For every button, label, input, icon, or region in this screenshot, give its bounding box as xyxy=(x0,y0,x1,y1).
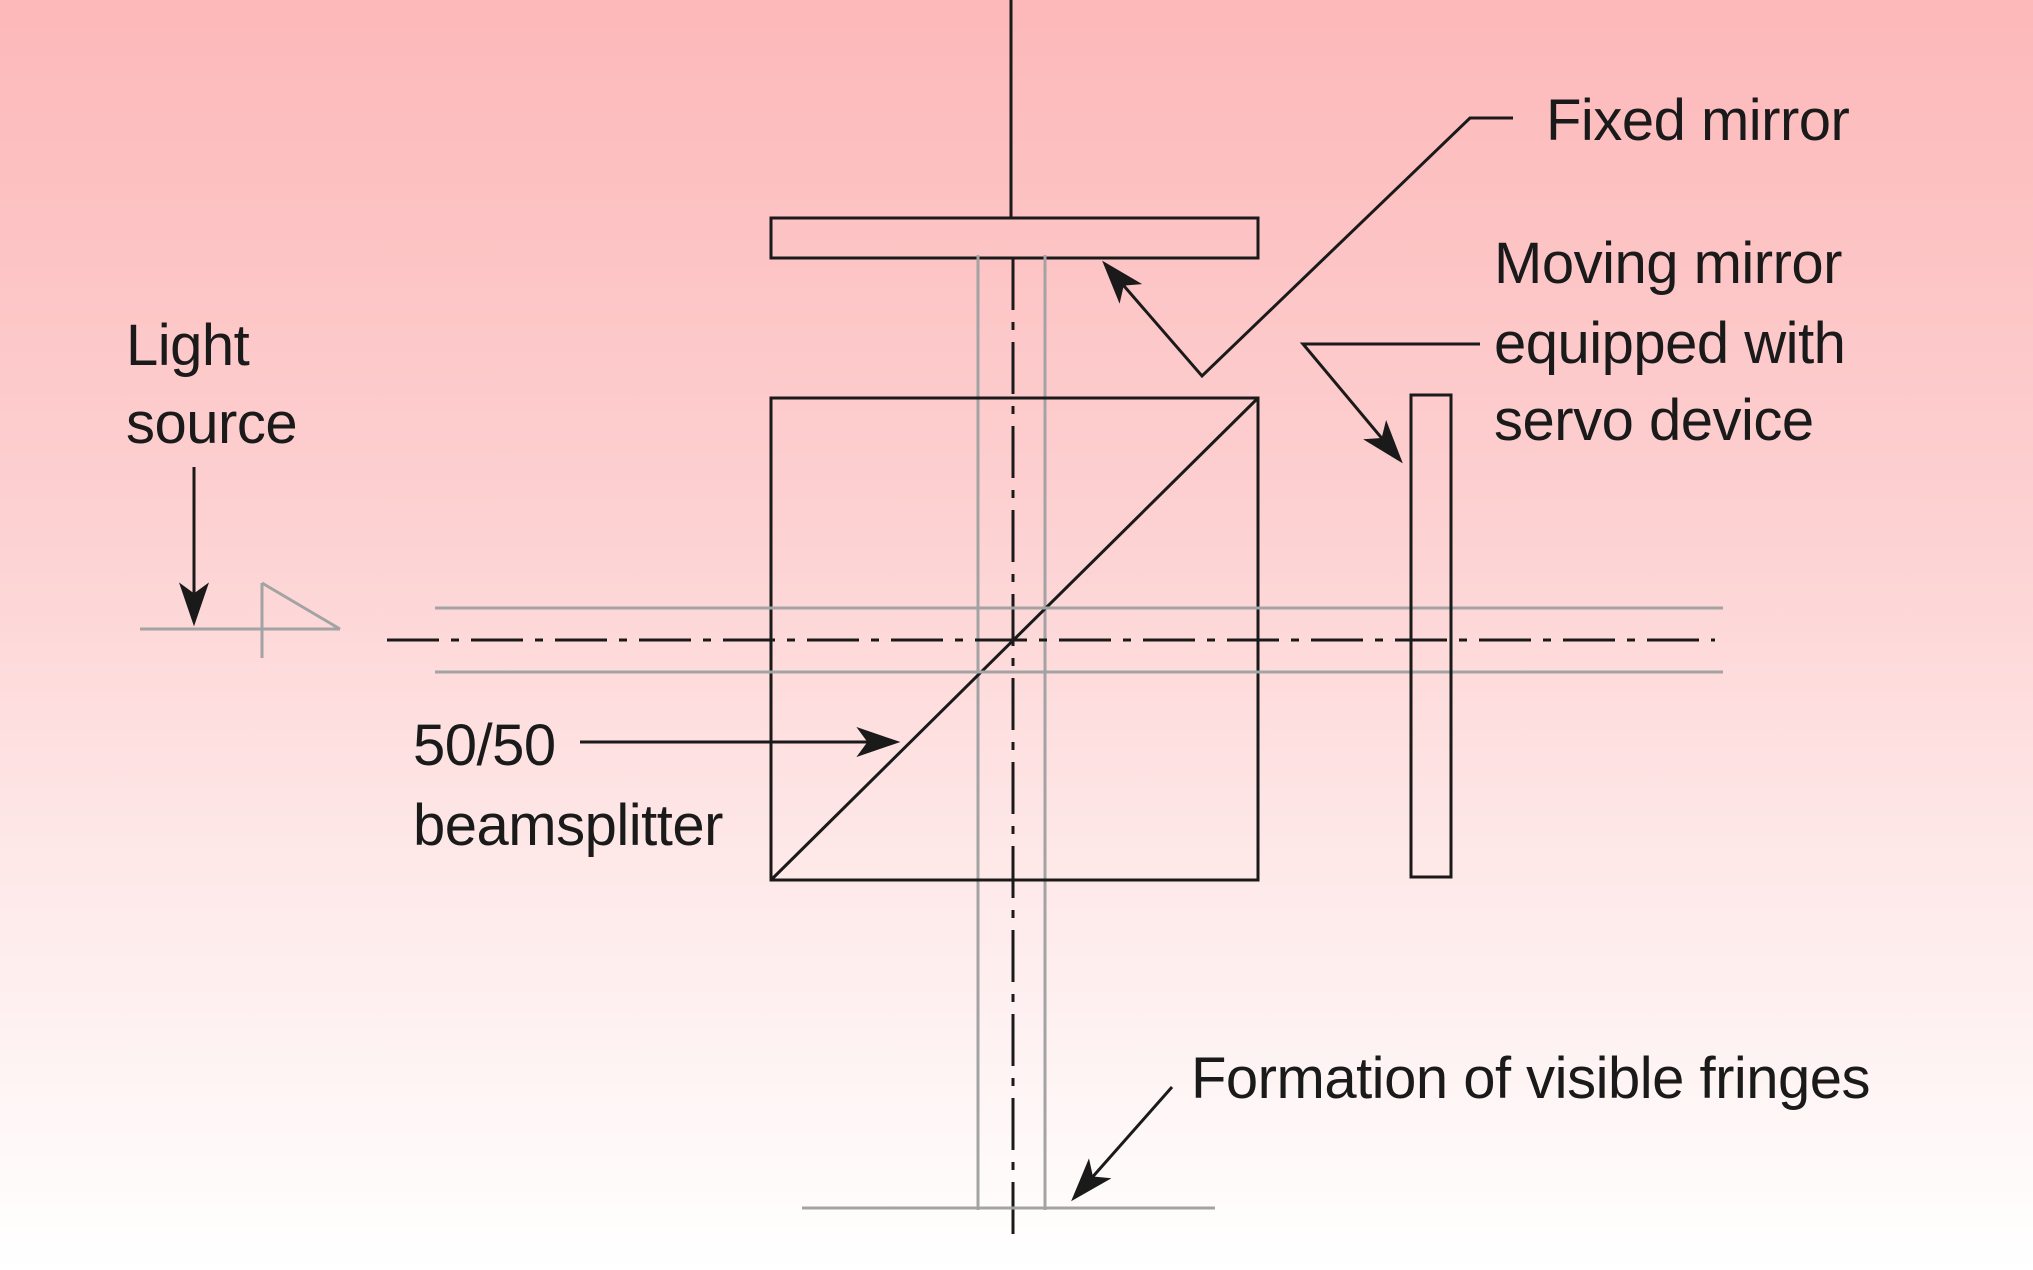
moving-mirror-leader xyxy=(1299,342,1480,464)
label-moving-mirror-line2: equipped with xyxy=(1494,311,1845,376)
label-light-source-line2: source xyxy=(126,391,297,456)
moving-mirror xyxy=(1409,393,1453,879)
label-fixed-mirror: Fixed mirror xyxy=(1546,88,1850,153)
label-light-source-line1: Light xyxy=(126,313,250,378)
fixed-mirror xyxy=(769,216,1260,260)
label-beamsplitter-line1: 50/50 xyxy=(413,713,556,778)
fringes-arrow xyxy=(1071,1086,1174,1202)
label-fringes: Formation of visible fringes xyxy=(1191,1046,1870,1111)
label-moving-mirror-line3: servo device xyxy=(1494,388,1814,453)
label-beamsplitter-line2: beamsplitter xyxy=(413,793,723,858)
light-source-symbol xyxy=(140,581,341,658)
label-moving-mirror-line1: Moving mirror xyxy=(1494,231,1842,296)
fixed-mirror-leader xyxy=(1102,116,1513,379)
